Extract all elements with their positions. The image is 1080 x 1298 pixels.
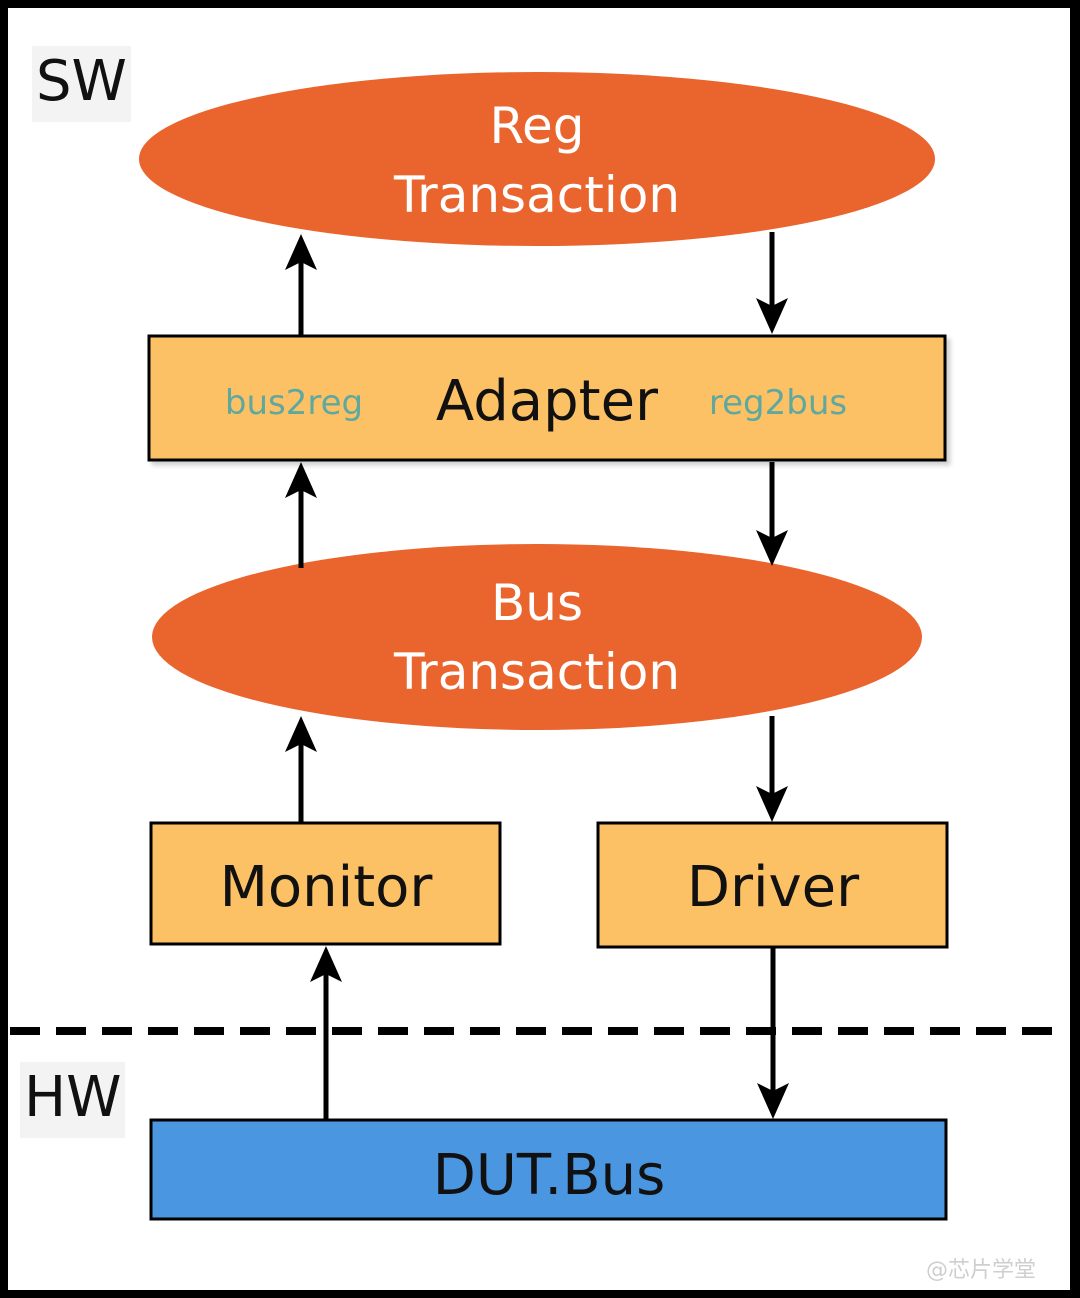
bus-transaction-ellipse: [152, 544, 922, 730]
monitor-box: [149, 821, 502, 946]
reg-transaction-line2: Transaction: [393, 166, 680, 224]
dut-bus-label: DUT.Bus: [433, 1143, 666, 1208]
sw-zone-label: SW: [32, 46, 131, 122]
bus-transaction-node: Bus Transaction: [152, 544, 922, 730]
bus-transaction-line1: Bus: [491, 574, 583, 632]
reg-transaction-node: Reg Transaction: [139, 72, 935, 246]
hw-zone-label: HW: [20, 1062, 126, 1138]
arrow-reg-to-adapter: [756, 232, 788, 334]
adapter-box: [147, 334, 947, 462]
driver-label: Driver: [687, 855, 860, 920]
arrow-driver-to-dut: [757, 947, 789, 1119]
monitor-node: Monitor: [149, 821, 502, 946]
driver-node: Driver: [596, 821, 949, 949]
monitor-label: Monitor: [220, 855, 434, 920]
adapter-bus2reg-label: bus2reg: [225, 383, 363, 423]
adapter-label: Adapter: [436, 369, 659, 434]
arrow-adapter-to-reg: [285, 234, 317, 336]
reg-transaction-line1: Reg: [490, 97, 585, 155]
arrow-bus-to-driver: [756, 716, 788, 822]
arrow-dut-to-monitor: [310, 946, 342, 1120]
adapter-reg2bus-label: reg2bus: [709, 383, 847, 423]
dut-bus-node: DUT.Bus: [149, 1118, 948, 1221]
arrow-adapter-to-bus: [756, 462, 788, 566]
watermark-text: @芯片学堂: [926, 1258, 1037, 1283]
arrow-bus-to-adapter: [285, 462, 317, 568]
arrow-monitor-to-bus: [285, 716, 317, 822]
dut-bus-box: [149, 1118, 948, 1221]
reg-transaction-ellipse: [139, 72, 935, 246]
adapter-node: bus2reg Adapter reg2bus: [147, 334, 947, 462]
bus-transaction-line2: Transaction: [393, 643, 680, 701]
